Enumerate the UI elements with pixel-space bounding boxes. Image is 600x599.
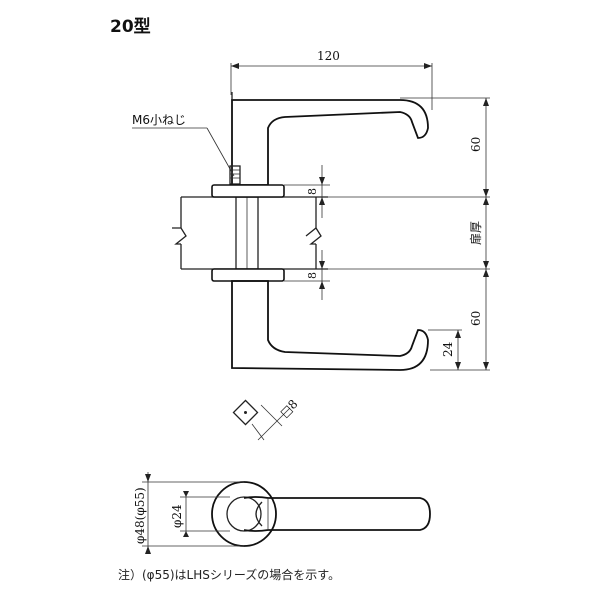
- right-dimensions: 60 扉厚 60 24: [400, 97, 490, 371]
- door-thickness-label: 扉厚: [469, 221, 483, 245]
- screw-label: M6小ねじ: [132, 113, 186, 127]
- width-label: 120: [317, 49, 340, 63]
- door-section: [172, 184, 490, 282]
- upper-lever: [231, 99, 429, 186]
- plan-view: φ48(φ55) φ24: [133, 472, 431, 554]
- upper-gap-label: 8: [306, 188, 319, 195]
- lower-lever: [231, 280, 429, 371]
- spindle-size-label: □8: [277, 397, 300, 420]
- lower-gap-dimension: 8: [284, 250, 330, 300]
- rose-outer-label: φ48(φ55): [133, 487, 147, 544]
- width-dimension: 120: [230, 49, 433, 110]
- lower-gap-label: 8: [306, 272, 319, 279]
- footnote: 注）(φ55)はLHSシリーズの場合を示す。: [118, 568, 341, 582]
- upper-gap-dimension: 8: [284, 165, 330, 218]
- lower-tip-label: 24: [441, 341, 455, 357]
- rose-inner-label: φ24: [170, 504, 184, 528]
- model-title: 20型: [110, 17, 151, 37]
- spindle-detail: □8: [232, 397, 301, 441]
- upper-lever-height-label: 60: [469, 137, 483, 152]
- screw-leader: M6小ねじ: [132, 113, 241, 185]
- lower-lever-height-label: 60: [469, 311, 483, 326]
